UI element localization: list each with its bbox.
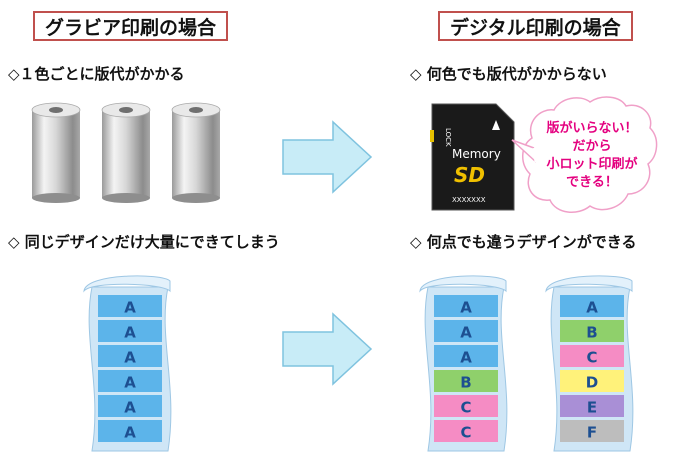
paper-roll-curl xyxy=(83,275,171,293)
strip-cell xyxy=(560,370,624,392)
bubble-line-2: だから xyxy=(572,139,611,154)
strip-cell-label: A xyxy=(124,399,136,417)
sd-card-icon: LOCK Memory SD XXXXXXX xyxy=(430,103,515,211)
strip-cell xyxy=(98,295,162,317)
digital-title: デジタル印刷の場合 xyxy=(438,11,633,41)
strip-cell-label: D xyxy=(586,374,598,392)
strip-cell-label: A xyxy=(124,374,136,392)
sd-lock-label: LOCK xyxy=(444,128,452,147)
strip-cell-label: A xyxy=(460,299,472,317)
strip-cell xyxy=(98,420,162,442)
strip-cell-label: A xyxy=(124,349,136,367)
speech-bubble: 版がいらない！ だから 小ロット印刷が できる！ xyxy=(511,96,658,213)
gravure-title: グラビア印刷の場合 xyxy=(33,11,229,41)
strip-cell xyxy=(434,295,498,317)
strip-cell xyxy=(434,420,498,442)
strip-cell xyxy=(560,320,624,342)
strip-cell xyxy=(98,370,162,392)
strip-cell xyxy=(434,370,498,392)
strip-cell-label: A xyxy=(586,299,598,317)
strip-cell xyxy=(98,320,162,342)
strip-cell xyxy=(434,320,498,342)
arrow-right-icon xyxy=(282,312,373,386)
arrow-right-icon xyxy=(282,120,373,194)
strip-cell-label: A xyxy=(124,324,136,342)
gravure-point-plate-cost: ◇１色ごとに版代がかかる xyxy=(8,65,185,83)
strip-cell-label: A xyxy=(124,424,136,442)
sd-brand-label: Memory xyxy=(452,147,501,161)
cylinder-3 xyxy=(171,102,221,203)
cylinder-1 xyxy=(31,102,81,203)
strip-cell-label: E xyxy=(587,399,597,417)
strip-cell xyxy=(560,295,624,317)
paper-roll-curl xyxy=(545,275,633,293)
bubble-line-4: できる！ xyxy=(566,175,618,190)
printing-cylinders-illustration xyxy=(31,102,221,203)
gravure-point-same-design: ◇ 同じデザインだけ大量にできてしまう xyxy=(8,233,280,251)
strip-cell-label: C xyxy=(460,424,471,442)
sd-logo: SD xyxy=(454,163,485,187)
strip-cell xyxy=(434,395,498,417)
cylinder-2 xyxy=(101,102,151,203)
strip-cell xyxy=(560,345,624,367)
strip-cell xyxy=(560,395,624,417)
paper-roll-curl xyxy=(419,275,507,293)
strip-cell xyxy=(98,395,162,417)
strip-cell xyxy=(434,345,498,367)
strip-cell-label: A xyxy=(124,299,136,317)
strip-cell-label: F xyxy=(587,424,597,442)
strip-cell xyxy=(98,345,162,367)
digital-point-no-plate-cost: ◇ 何色でも版代がかからない xyxy=(410,65,607,83)
strip-cell-label: B xyxy=(586,324,597,342)
bubble-line-1: 版がいらない！ xyxy=(546,120,637,136)
strip-cell-label: C xyxy=(586,349,597,367)
strip-cell-label: A xyxy=(460,324,472,342)
strip-cell xyxy=(560,420,624,442)
bubble-line-3: 小ロット印刷が xyxy=(546,156,637,172)
strip-cell-label: A xyxy=(460,349,472,367)
strip-cell-label: C xyxy=(460,399,471,417)
digital-point-various-design: ◇ 何点でも違うデザインができる xyxy=(410,233,637,251)
sd-serial: XXXXXXX xyxy=(452,196,486,204)
strip-cell-label: B xyxy=(460,374,471,392)
